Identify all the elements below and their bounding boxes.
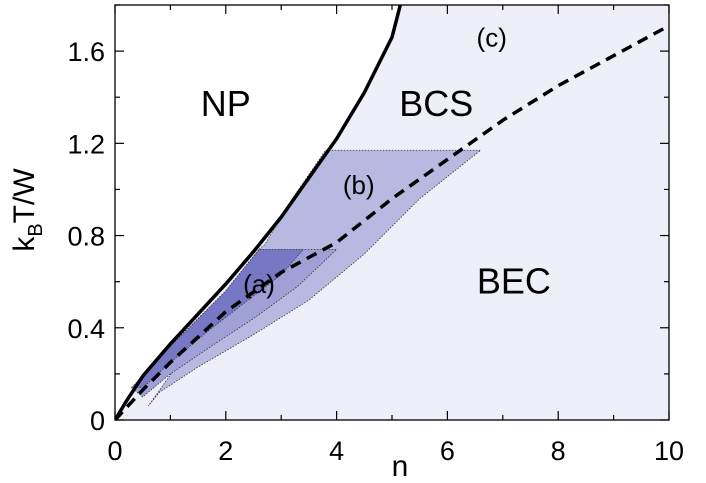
x-tick-labels: 0 2 4 6 8 10 xyxy=(107,436,684,466)
panel-label-b: (b) xyxy=(343,170,375,200)
y-tick-labels: 0 0.4 0.8 1.2 1.6 xyxy=(67,37,105,436)
y-axis-title-subscript: B xyxy=(25,223,47,236)
lines-layer xyxy=(115,5,669,420)
crossover-dashed-line xyxy=(115,24,669,420)
normal-phase-region xyxy=(115,5,401,420)
region-labels: NP BCS BEC xyxy=(201,83,551,302)
region-a-outer xyxy=(131,248,338,398)
ticks-layer xyxy=(114,4,670,421)
regions-layer xyxy=(115,5,669,420)
region-label-bec: BEC xyxy=(477,261,551,302)
y-tick-label: 0 xyxy=(90,406,105,436)
x-tick-label: 4 xyxy=(329,436,344,466)
y-tick-label: 0.4 xyxy=(67,314,105,344)
y-axis-title-rest: T/W xyxy=(8,168,41,224)
x-tick-label: 8 xyxy=(551,436,566,466)
y-tick-label: 0.8 xyxy=(67,222,105,252)
critical-temperature-line xyxy=(115,5,403,420)
y-axis-title: kBT/W xyxy=(8,168,47,252)
region-label-bcs: BCS xyxy=(399,83,473,124)
region-b xyxy=(147,149,482,407)
x-tick-label: 0 xyxy=(107,436,122,466)
region-label-np: NP xyxy=(201,83,251,124)
panel-label-a: (a) xyxy=(243,269,275,299)
x-tick-label: 2 xyxy=(218,436,233,466)
panel-label-c: (c) xyxy=(477,22,507,52)
x-tick-label: 10 xyxy=(654,436,684,466)
y-tick-label: 1.6 xyxy=(67,37,105,67)
x-tick-label: 6 xyxy=(440,436,455,466)
x-axis-title: n xyxy=(392,450,409,483)
y-axis-title-main: k xyxy=(8,236,41,252)
y-tick-label: 1.2 xyxy=(67,129,105,159)
panel-labels: (c) (b) (a) xyxy=(243,22,507,299)
